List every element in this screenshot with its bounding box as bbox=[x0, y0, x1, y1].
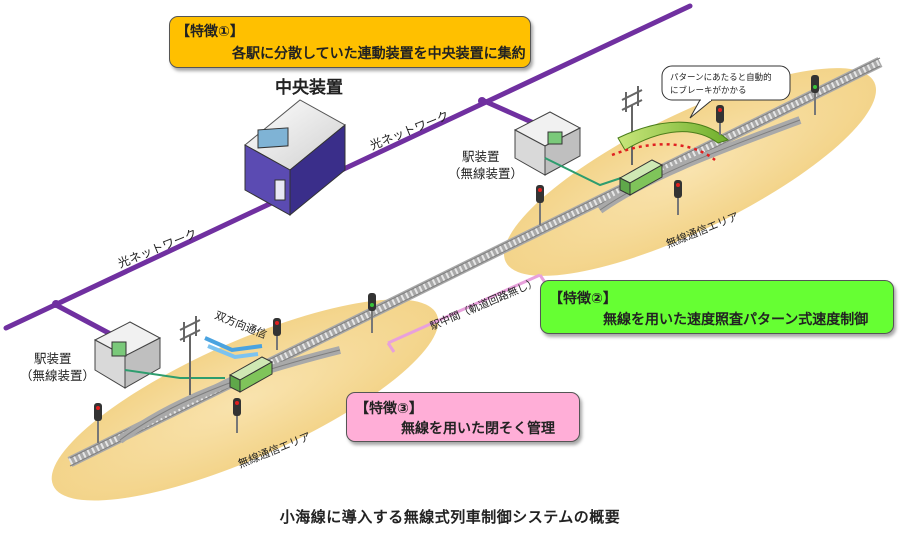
optical-network-label-upper: 光ネットワーク bbox=[368, 108, 451, 152]
feature1-callout: 【特徴①】 各駅に分散していた連動装置を中央装置に集約 bbox=[169, 16, 531, 68]
feature2-text: 無線を用いた速度照査パターン式速度制御 bbox=[603, 312, 869, 328]
station-equipment-right-line1: 駅装置 bbox=[462, 149, 500, 164]
network-node bbox=[478, 97, 486, 105]
central-equipment-label: 中央装置 bbox=[275, 77, 343, 98]
radio-area-left bbox=[51, 299, 439, 501]
feature2-callout: 【特徴②】 無線を用いた速度照査パターン式速度制御 bbox=[540, 280, 894, 334]
optical-network-label-lower: 光ネットワーク bbox=[116, 226, 199, 270]
signals bbox=[94, 75, 819, 443]
feature3-callout: 【特徴③】 無線を用いた閉そく管理 bbox=[346, 392, 580, 442]
antenna-left bbox=[179, 316, 201, 395]
feature2-tag: 【特徴②】 bbox=[549, 291, 617, 307]
train-right bbox=[618, 159, 664, 196]
diagram-caption: 小海線に導入する無線式列車制御システムの概要 bbox=[279, 508, 621, 526]
radio-area-right bbox=[504, 68, 876, 276]
pattern-balloon-line1: パターンにあたると自動的 bbox=[670, 72, 772, 83]
station-equipment-left-building bbox=[93, 321, 162, 389]
pattern-balloon-line2: にブレーキがかかる bbox=[670, 85, 747, 96]
feature3-text: 無線を用いた閉そく管理 bbox=[401, 421, 555, 437]
station-equipment-left-line2: （無線装置） bbox=[20, 368, 95, 383]
station-equipment-right-line2: （無線装置） bbox=[448, 166, 523, 181]
bidirectional-comm-label: 双方向通信 bbox=[213, 308, 269, 342]
station-equipment-left-line1: 駅装置 bbox=[34, 351, 72, 366]
brake-pattern-dotted bbox=[611, 143, 716, 161]
between-stations-bracket bbox=[387, 273, 541, 345]
feature1-tag: 【特徴①】 bbox=[176, 24, 244, 40]
bidirectional-arrows bbox=[204, 336, 263, 360]
feature3-tag: 【特徴③】 bbox=[355, 401, 423, 417]
train-left bbox=[228, 229, 274, 393]
pattern-balloon bbox=[661, 65, 791, 119]
between-stations-label: 駅中間（軌道回路無し） bbox=[428, 276, 539, 333]
feature1-text: 各駅に分散していた連動装置を中央装置に集約 bbox=[232, 46, 526, 62]
central-equipment-building bbox=[244, 99, 346, 217]
speed-pattern-curve bbox=[617, 121, 730, 151]
network-node bbox=[52, 300, 60, 308]
